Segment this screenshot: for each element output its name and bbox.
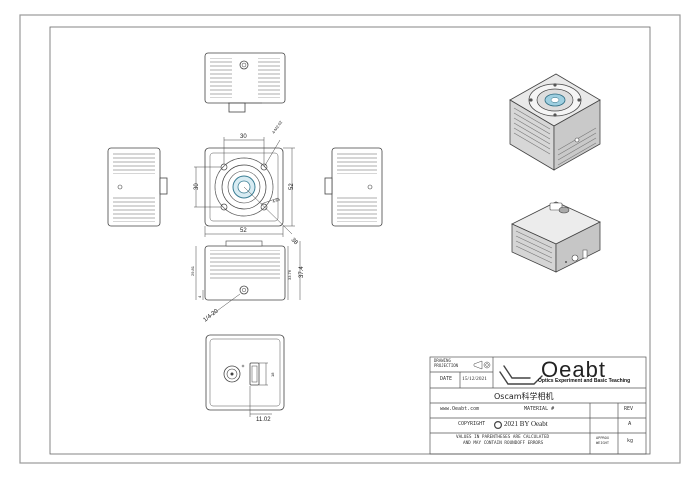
dim-side-h3: 37.4 <box>299 266 305 278</box>
logo-tagline: Optics Experiment and Basic Teaching <box>538 378 631 384</box>
weight-unit: kg <box>627 438 634 444</box>
weight-label-2: WEIGHT <box>596 441 609 445</box>
isometric-back-view <box>511 201 601 273</box>
dim-bottom-width: 52 <box>240 228 247 234</box>
dim-side-small: 4 <box>197 295 202 298</box>
left-view <box>107 147 168 227</box>
bottom-dimensions <box>195 241 301 317</box>
copyright-icon <box>494 421 503 430</box>
rev-value: A <box>628 421 632 427</box>
dim-left-height: 30 <box>194 183 200 190</box>
right-view <box>324 147 383 227</box>
projection-label-2: PROJECTION <box>434 363 459 368</box>
dim-diag-small: 4.65 <box>272 196 282 204</box>
dim-side-h2: 33.76 <box>287 269 292 280</box>
dim-top-width: 30 <box>240 134 247 140</box>
rev-label: REV <box>624 406 634 412</box>
product-name: Oscam科学相机 <box>494 392 554 401</box>
title-block <box>429 356 647 455</box>
dim-side-h1: 29.81 <box>190 265 195 276</box>
note-line-1: VALUES IN PARENTHESES ARE CALCULATED <box>456 435 550 440</box>
drawing-frame <box>49 26 651 455</box>
dim-back-height: 18 <box>270 372 275 377</box>
copyright-value: 2021 BY Oeabt <box>504 420 548 428</box>
logo-mark <box>499 365 543 385</box>
back-dimensions <box>249 362 272 417</box>
dim-right-height: 52 <box>289 183 295 190</box>
website[interactable]: www.Oeabt.com <box>440 406 480 412</box>
back-view <box>205 334 285 411</box>
material-label: MATERIAL # <box>524 406 555 412</box>
date-label: DATE <box>440 376 453 382</box>
front-dimensions <box>194 137 295 237</box>
bottom-view <box>204 240 286 301</box>
top-view <box>204 52 286 113</box>
logo-text: Oeabt <box>541 357 606 382</box>
note-line-2: AND MAY CONTAIN ROUNDOFF ERRORS <box>463 441 544 446</box>
dim-diag-large: 38 <box>290 237 299 246</box>
isometric-front-view <box>509 73 601 171</box>
projection-symbol <box>473 360 491 370</box>
copyright-label: COPYRIGHT <box>458 421 486 427</box>
date-value: 15/12/2021 <box>462 376 488 382</box>
projection-label-1: DRAWING <box>434 358 451 363</box>
dim-back-width: 11.02 <box>256 417 271 423</box>
weight-label-1: APPROX <box>596 436 609 440</box>
